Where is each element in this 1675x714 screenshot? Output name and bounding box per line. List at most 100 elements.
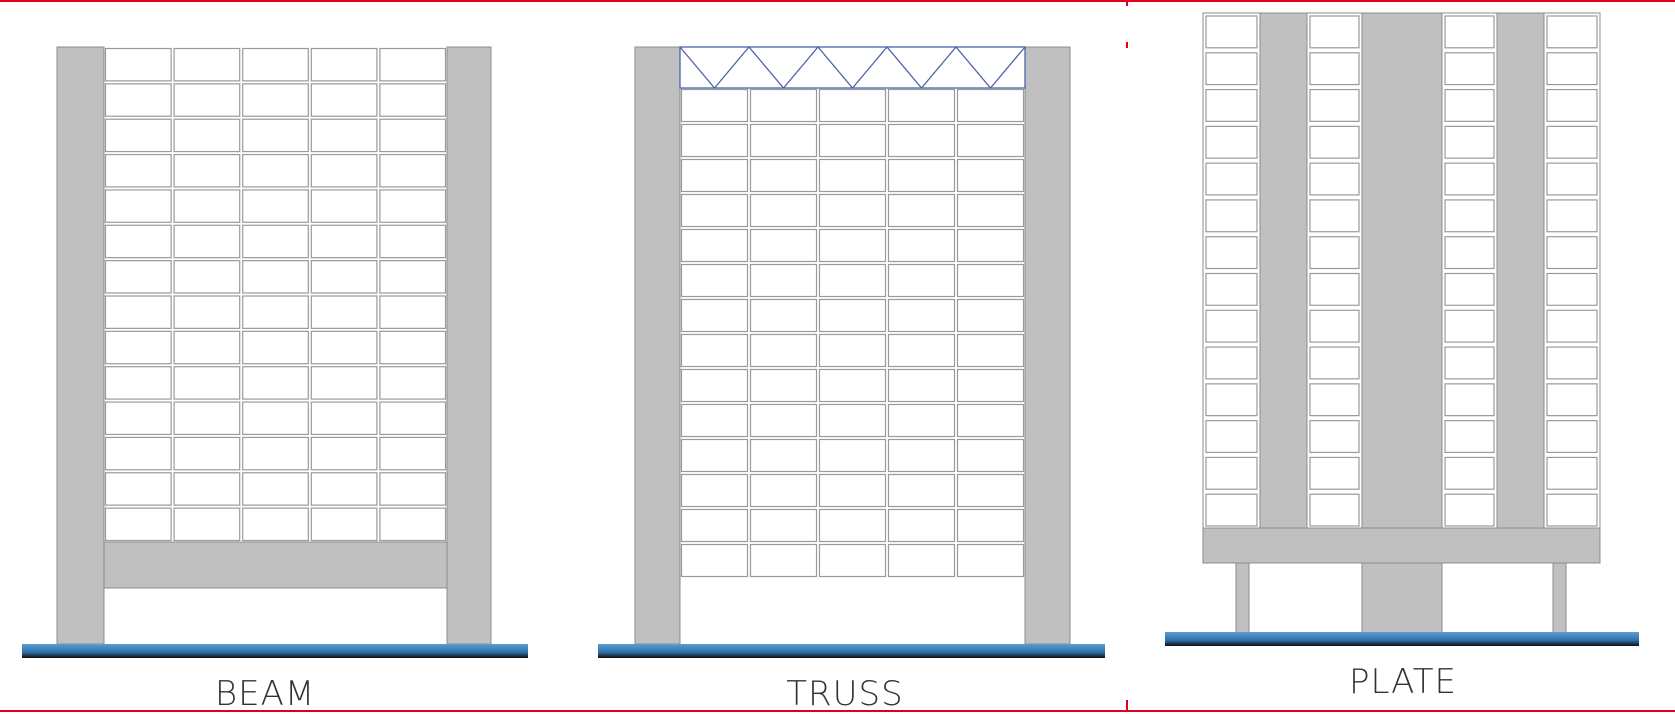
plate-window-cell [1444, 125, 1495, 159]
truss-window-cell [956, 543, 1025, 578]
plate-window-cell [1205, 456, 1258, 490]
plate-window-cell [1309, 309, 1360, 343]
beam-window-cell [104, 366, 172, 400]
beam-window-cell [379, 366, 447, 400]
plate-window-cell [1205, 125, 1258, 159]
plate-shear-wall-right [1496, 12, 1545, 529]
beam-window-cell [104, 47, 172, 82]
beam-window-cell [310, 436, 378, 471]
truss-window-cell [749, 403, 818, 438]
truss-bracing [679, 45, 1026, 90]
plate-label: PLATE [1348, 662, 1458, 702]
truss-window-cell [680, 438, 749, 473]
beam-window-cell [242, 507, 309, 542]
beam-window-cell [379, 472, 447, 506]
truss-window-cell [956, 403, 1025, 438]
beam-ground [22, 644, 528, 658]
truss-ground [598, 644, 1105, 658]
truss-window-cell [887, 403, 956, 438]
beam-window-cell [242, 153, 309, 188]
plate-window-cell [1205, 383, 1258, 417]
beam-window-cell [242, 401, 309, 436]
beam-window-cell [379, 224, 447, 259]
truss-window-cell [887, 228, 956, 263]
plate-window-cell [1309, 162, 1360, 196]
truss-window-cell [956, 298, 1025, 333]
truss-window-cell [749, 473, 818, 508]
beam-window-cell [242, 224, 309, 259]
plate-window-cell [1309, 346, 1360, 380]
truss-window-cell [680, 263, 749, 298]
plate-window-cell [1205, 346, 1258, 380]
beam-window-cell [242, 472, 309, 506]
plate-window-cell [1546, 88, 1598, 122]
truss-window-cell [956, 88, 1025, 123]
truss-window-cell [956, 158, 1025, 193]
truss-window-cell [680, 473, 749, 508]
truss-window-cell [680, 298, 749, 333]
beam-window-cell [173, 83, 241, 117]
truss-window-cell [749, 228, 818, 263]
plate-window-cell [1444, 15, 1495, 49]
truss-window-cell [749, 88, 818, 123]
plate-shear-wall-center [1361, 12, 1443, 529]
truss-floor-grid [680, 88, 1025, 578]
truss-label: TRUSS [786, 674, 904, 714]
beam-window-cell [379, 118, 447, 153]
plate-window-cell [1309, 125, 1360, 159]
truss-window-cell [680, 228, 749, 263]
plate-window-cell [1205, 236, 1258, 270]
truss-window-cell [818, 193, 887, 228]
truss-window-cell [818, 123, 887, 158]
truss-window-cell [956, 193, 1025, 228]
plate-window-cell [1205, 88, 1258, 122]
truss-diagonals [679, 45, 1026, 90]
plate-window-cell [1444, 493, 1495, 527]
beam-window-cell [104, 507, 172, 542]
plate-window-cell [1444, 456, 1495, 490]
plate-window-cell [1444, 272, 1495, 306]
truss-window-cell [887, 508, 956, 543]
beam-window-cell [242, 47, 309, 82]
beam-window-cell [310, 507, 378, 542]
beam-window-cell [379, 260, 447, 294]
plate-window-cell [1546, 236, 1598, 270]
truss-window-cell [749, 193, 818, 228]
beam-window-cell [242, 366, 309, 400]
beam-window-cell [173, 507, 241, 542]
plate-window-cell [1546, 125, 1598, 159]
truss-window-cell [818, 298, 887, 333]
beam-window-cell [173, 472, 241, 506]
plate-window-cell [1546, 309, 1598, 343]
beam-window-cell [104, 472, 172, 506]
truss-window-cell [818, 543, 887, 578]
truss-window-cell [749, 438, 818, 473]
beam-window-cell [104, 330, 172, 365]
beam-window-cell [310, 401, 378, 436]
beam-window-cell [310, 472, 378, 506]
plate-window-cell [1444, 162, 1495, 196]
truss-window-cell [887, 88, 956, 123]
truss-window-cell [887, 263, 956, 298]
plate-window-cell [1444, 52, 1495, 86]
truss-window-cell [956, 333, 1025, 368]
truss-window-cell [887, 368, 956, 403]
truss-window-cell [680, 403, 749, 438]
truss-window-cell [749, 543, 818, 578]
beam-window-cell [242, 295, 309, 329]
truss-window-cell [956, 438, 1025, 473]
truss-window-cell [818, 368, 887, 403]
beam-transfer-beam [103, 541, 448, 589]
plate-window-cell [1309, 420, 1360, 454]
plate-window-cell [1205, 272, 1258, 306]
beam-window-cell [104, 224, 172, 259]
beam-window-cell [173, 153, 241, 188]
plate-window-cell [1205, 493, 1258, 527]
plate-window-cell [1444, 383, 1495, 417]
beam-window-cell [379, 295, 447, 329]
beam-window-cell [310, 366, 378, 400]
beam-window-cell [104, 401, 172, 436]
plate-window-cell [1546, 493, 1598, 527]
truss-window-cell [749, 333, 818, 368]
